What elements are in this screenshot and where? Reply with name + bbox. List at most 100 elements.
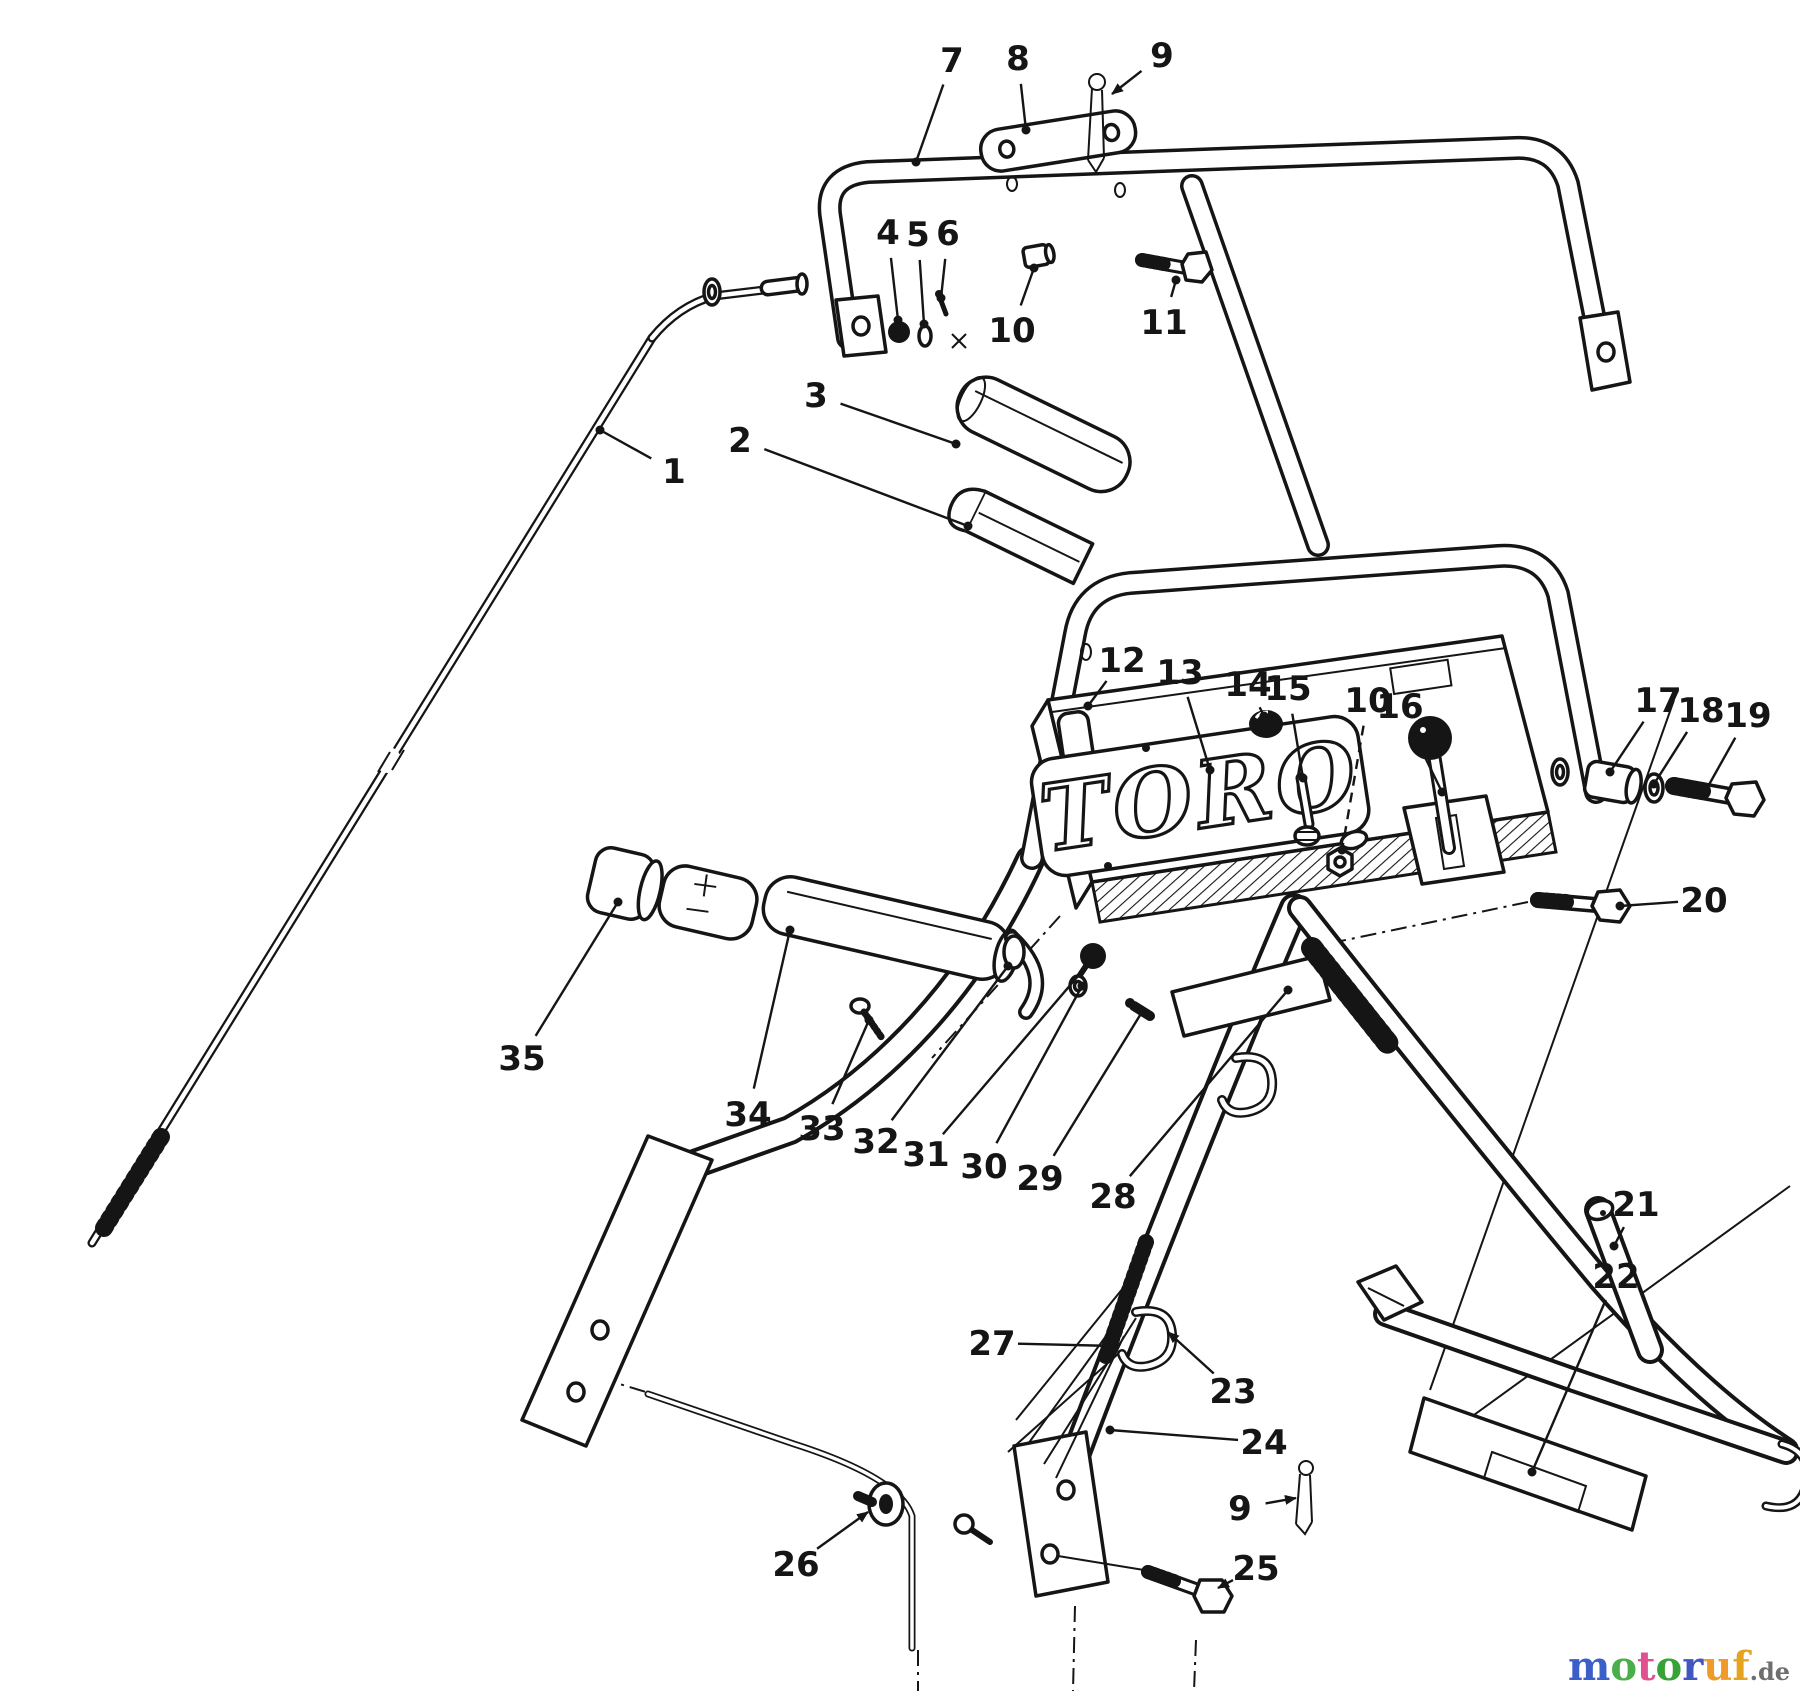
wire-guide-26	[644, 1390, 916, 1652]
leader-10	[1019, 267, 1036, 306]
stud	[953, 1513, 993, 1545]
callout-1: 1	[662, 452, 686, 492]
leader-25	[1217, 1578, 1234, 1590]
leader-dot-33	[864, 1015, 874, 1025]
callout-33: 33	[798, 1109, 845, 1149]
callout-29: 29	[1016, 1159, 1063, 1199]
leader-26	[816, 1511, 869, 1550]
callout-8: 8	[1006, 39, 1030, 79]
callout-2: 2	[728, 421, 752, 461]
callout-24: 24	[1240, 1423, 1287, 1463]
spring-28	[1170, 937, 1401, 1057]
callout-7: 7	[940, 41, 964, 81]
callout-20: 20	[1680, 881, 1727, 921]
leader-dot-10b	[1337, 845, 1347, 855]
leader-dot-22	[1527, 1467, 1537, 1477]
leader-dot-35	[613, 897, 623, 907]
callout-30: 30	[960, 1147, 1007, 1187]
grip-foam	[657, 864, 759, 941]
motoruf-watermark: motoruf.de	[1568, 1647, 1790, 1687]
upper-handle-bar	[817, 135, 1632, 557]
control-rod	[87, 272, 809, 1248]
spacer-17	[1582, 759, 1643, 805]
leader-5	[918, 259, 926, 325]
leader-dot-18	[1649, 779, 1659, 789]
bolt-20	[1530, 888, 1632, 924]
nut-10	[1021, 242, 1056, 270]
callout-11: 11	[1140, 303, 1187, 343]
knob-and-fasteners	[888, 242, 1214, 349]
bolt-25	[1141, 1565, 1234, 1614]
leader-18	[1652, 731, 1689, 785]
callout-19: 19	[1724, 696, 1771, 736]
callout-18: 18	[1677, 691, 1724, 731]
leader-1	[599, 428, 652, 460]
leader-22	[1530, 1299, 1607, 1473]
stiffener-plate	[978, 109, 1138, 173]
leader-12	[1087, 680, 1108, 707]
leader-24	[1109, 1428, 1239, 1442]
leader-dot-6	[936, 293, 946, 303]
leader-dot-30	[1077, 981, 1087, 991]
watermark-letter: f	[1732, 1643, 1750, 1690]
leader-2	[763, 448, 969, 528]
watermark-letter: m	[1568, 1643, 1611, 1690]
watermark-letter: t	[1637, 1643, 1656, 1690]
leader-dot-3	[951, 439, 961, 449]
callout-35: 35	[498, 1039, 545, 1079]
construction-lines	[599, 699, 1791, 1691]
lower-frame	[1356, 1196, 1800, 1532]
callout-4: 4	[876, 213, 900, 253]
leader-dot-29	[1137, 1007, 1147, 1017]
leader-34	[752, 929, 792, 1089]
callout-14: 14	[1224, 665, 1271, 705]
bolt-19	[1665, 777, 1766, 818]
nut-10b	[1326, 846, 1354, 878]
watermark-letter: u	[1703, 1643, 1733, 1690]
leader-dot-16	[1437, 787, 1447, 797]
watermark-letter: o	[1610, 1643, 1638, 1690]
support-tube-21	[1584, 1196, 1664, 1364]
callout-28: 28	[1089, 1177, 1136, 1217]
leader-dot-28	[1283, 985, 1293, 995]
leader-29	[1052, 1011, 1144, 1157]
knob-4	[888, 321, 910, 343]
rear-frame-tube	[1287, 895, 1799, 1463]
leader-dot-20	[1615, 901, 1625, 911]
leader-dot-8	[1021, 125, 1031, 135]
leader-13	[1186, 696, 1212, 771]
callout-9: 9	[1150, 36, 1174, 76]
callout-9b: 9	[1228, 1489, 1252, 1529]
leader-dot-19	[1701, 785, 1711, 795]
leader-9	[1111, 70, 1143, 95]
callout-32: 32	[852, 1122, 899, 1162]
grip-tube-34	[761, 875, 1021, 983]
callout-27: 27	[968, 1324, 1015, 1364]
callout-21: 21	[1612, 1185, 1659, 1225]
callout-15: 15	[1264, 669, 1311, 709]
callout-34: 34	[724, 1095, 771, 1135]
callout-10b: 10	[1344, 681, 1391, 721]
console: TORO	[1029, 634, 1558, 924]
bolt-11	[1135, 250, 1214, 284]
cable-hooks	[1117, 1052, 1278, 1372]
watermark-suffix: .de	[1749, 1657, 1790, 1686]
cotter-pin-top	[1087, 73, 1106, 174]
clamp-upper-3	[955, 375, 1132, 494]
leader-dot-32	[1003, 961, 1013, 971]
clamp-lower-2	[947, 487, 1095, 586]
leader-dot-21	[1609, 1241, 1619, 1251]
shift-lever-16	[1402, 716, 1506, 886]
leader-32	[890, 965, 1009, 1121]
watermark-letter: r	[1682, 1643, 1704, 1690]
leader-dot-5	[919, 319, 929, 329]
leader-dot-2	[963, 521, 973, 531]
callout-13: 13	[1156, 653, 1203, 693]
leader-28	[1128, 989, 1289, 1177]
leader-dot-11	[1171, 275, 1181, 285]
callout-26: 26	[772, 1545, 819, 1585]
leader-dot-15	[1298, 773, 1308, 783]
